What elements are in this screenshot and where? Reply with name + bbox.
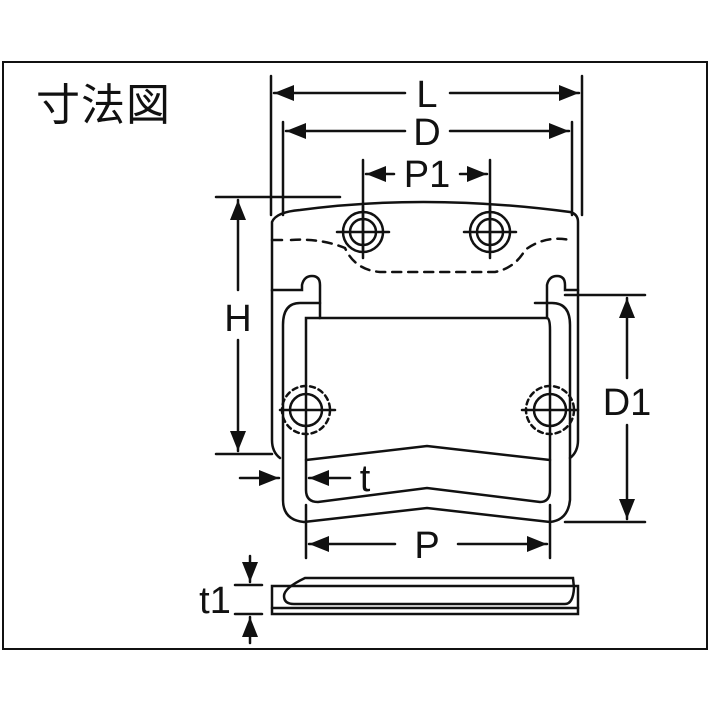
label-H: H	[224, 298, 251, 340]
rivet-top-left	[335, 204, 391, 260]
dimension-P	[304, 503, 552, 560]
dimension-D	[281, 120, 574, 217]
side-left	[270, 288, 282, 460]
drawing-frame	[2, 61, 708, 650]
label-D1: D1	[603, 382, 652, 424]
pivot-rivet-right	[520, 384, 580, 436]
label-L: L	[416, 74, 437, 116]
label-P: P	[414, 525, 439, 567]
base-plate	[270, 200, 580, 320]
dimension-H	[214, 195, 342, 456]
dimension-t1	[233, 554, 264, 645]
handle-grip-edge	[304, 444, 552, 462]
handle-outer	[281, 301, 572, 524]
side-view	[270, 576, 580, 616]
rivet-top-right	[462, 204, 518, 260]
dimension-L	[269, 74, 584, 217]
side-right	[568, 288, 580, 460]
label-P1: P1	[404, 154, 450, 196]
pivot-rivet-left	[278, 384, 337, 436]
label-t1: t1	[199, 580, 231, 622]
label-D: D	[413, 112, 440, 154]
handle-inner	[304, 316, 552, 504]
drawing-title: 寸法図	[36, 80, 171, 131]
label-t: t	[360, 458, 371, 500]
